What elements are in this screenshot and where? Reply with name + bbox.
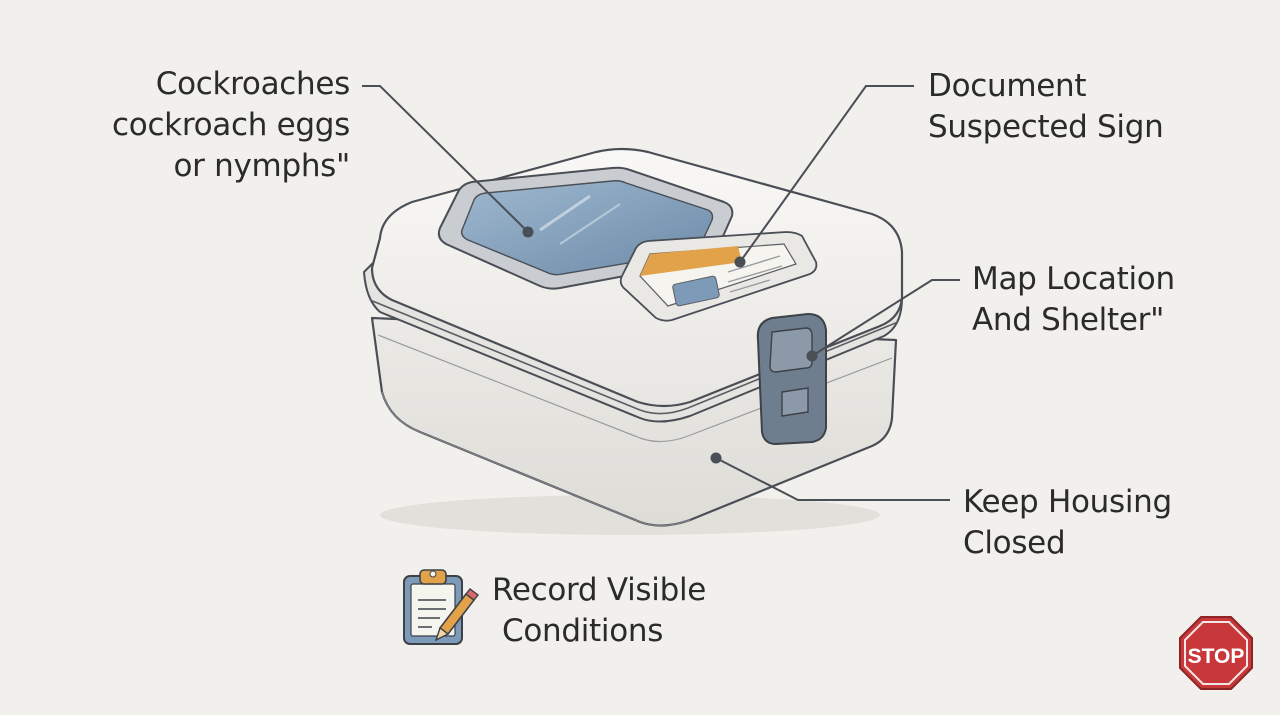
leader-cockroaches <box>362 85 529 233</box>
container-base-edge <box>381 391 691 527</box>
callout-record-line2: Conditions <box>502 613 664 649</box>
pencil-icon <box>434 588 479 642</box>
callout-keep: Keep Housing Closed <box>963 482 1172 564</box>
clipboard-icon <box>403 569 463 645</box>
callout-cockroaches-line2: cockroach eggs <box>112 107 350 143</box>
callout-cockroaches-line1: Cockroaches <box>155 66 351 102</box>
sample-container <box>363 147 904 535</box>
callout-document-line1: Document <box>928 68 1087 104</box>
callout-record-line1: Record Visible <box>492 572 707 608</box>
callout-map-line1: Map Location <box>972 261 1175 297</box>
callout-document: Document Suspected Sign <box>928 66 1164 148</box>
rim-groove <box>369 299 899 415</box>
callout-keep-line2: Closed <box>963 525 1066 561</box>
label-photo <box>672 275 720 307</box>
label-lines <box>727 255 783 293</box>
leader-dot-label <box>734 256 746 268</box>
leader-dot-base <box>710 452 722 464</box>
stop-sign-text: STOP <box>1188 645 1245 668</box>
callout-cockroaches-line3: or nymphs" <box>173 148 351 184</box>
callout-keep-line1: Keep Housing <box>963 484 1172 520</box>
callout-map: Map Location And Shelter" <box>972 259 1175 341</box>
leader-document <box>739 85 914 263</box>
label-accent-stripe <box>640 246 742 276</box>
glass-glare <box>539 194 591 232</box>
callout-cockroaches: Cockroaches cockroach eggs or nymphs" <box>90 64 350 187</box>
leader-lines <box>362 85 960 501</box>
callout-map-line2: And Shelter" <box>972 302 1165 338</box>
leader-dot-latch <box>806 350 818 362</box>
stop-sign-icon: STOP <box>1179 616 1253 690</box>
rim-groove-2 <box>377 334 893 443</box>
leader-map <box>811 279 960 357</box>
leader-dot-window <box>522 226 534 238</box>
latch-clasp <box>756 312 827 446</box>
leader-keep <box>715 457 950 501</box>
callout-record: Record Visible Conditions <box>492 570 706 652</box>
glass-glare-2 <box>559 203 621 245</box>
callout-document-line2: Suspected Sign <box>928 109 1164 145</box>
